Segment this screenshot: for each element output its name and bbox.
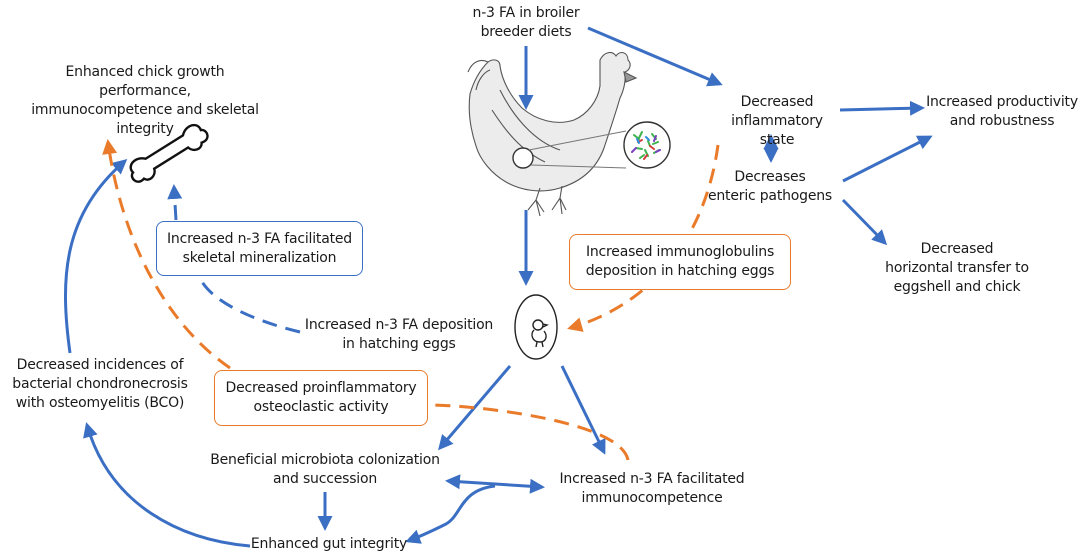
immunoglobulins-box: Increased immunoglobulins deposition in … (569, 234, 791, 290)
skeletal-box: Increased n-3 FA facilitated skeletal mi… (156, 221, 363, 276)
deposition-label: Increased n-3 FA deposition in hatching … (304, 317, 494, 352)
diet-label: n-3 FA in broiler breeder diets (472, 5, 580, 40)
arrow-egg-to-microbiota (438, 365, 512, 451)
horizontal-label: Decreased horizontal transfer to eggshel… (885, 241, 1029, 295)
egg-with-chick (514, 294, 558, 360)
gut-label: Enhanced gut integrity (250, 536, 408, 552)
bone-icon (129, 123, 209, 183)
arrow-inflammatory-to-productivity (839, 100, 925, 116)
osteoclastic-box: Decreased proinflammatory osteoclastic a… (214, 370, 428, 426)
arrow-diet-to-inflammatory (587, 26, 723, 87)
microbiota-circle (623, 121, 671, 169)
arrow-egg-to-immuno (560, 365, 606, 455)
growth-label: Enhanced chick growth performance, immun… (31, 64, 259, 137)
arrow-deposition-to-bone-dashed (198, 277, 301, 334)
arrow-pathogens-to-productivity (842, 135, 933, 183)
pathogens-label: Decreases enteric pathogens (707, 169, 833, 204)
inflammatory-label: Decreased inflammatory state (731, 94, 823, 148)
productivity-label: Increased productivity and robustness (926, 94, 1078, 129)
arrow-skeletal-to-bone-dashed (167, 184, 183, 221)
skeletal-box-text: Increased n-3 FA facilitated skeletal mi… (167, 230, 352, 266)
bco-label: Decreased incidences of bacterial chondr… (12, 357, 188, 411)
immuno-label: Increased n-3 FA facilitated immunocompe… (559, 471, 745, 506)
arrow-immuno-to-gut (405, 484, 496, 544)
osteoclastic-box-text: Decreased proinflammatory osteoclastic a… (225, 380, 417, 415)
hen-illustration (467, 51, 638, 217)
microbiota-label: Beneficial microbiota colonization and s… (210, 452, 440, 487)
arrow-microbiota-immuno (445, 474, 545, 494)
arrow-gut-to-bco (83, 422, 251, 548)
arrow-pathogens-to-horizontal (841, 198, 888, 246)
immunoglobulins-box-text: Increased immunoglobulins deposition in … (585, 244, 775, 279)
arrow-bco-to-growth (63, 159, 128, 354)
arrow-immuno-to-growth-dashed (108, 142, 630, 461)
